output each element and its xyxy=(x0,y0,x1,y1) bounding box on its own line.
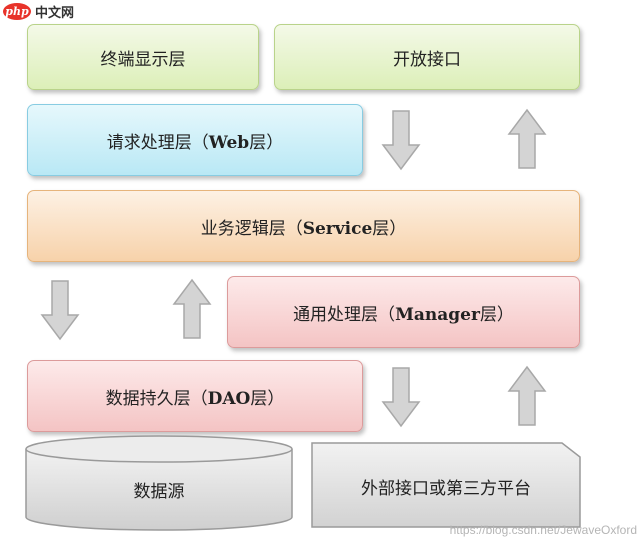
php-logo-icon: php xyxy=(3,3,31,20)
terminal-display-layer: 终端显示层 xyxy=(27,24,259,90)
open-interface-layer: 开放接口 xyxy=(274,24,580,90)
manager-label: 通用处理层（Manager层） xyxy=(293,304,514,325)
up-arrow-icon xyxy=(172,278,212,339)
external-interface-label: 外部接口或第三方平台 xyxy=(361,479,531,499)
business-logic-label: 业务逻辑层（Service层） xyxy=(200,218,407,239)
up-arrow-icon xyxy=(507,365,547,426)
manager-layer: 通用处理层（Manager层） xyxy=(227,276,580,348)
source-url-watermark: https://blog.csdn.net/JewaveOxford xyxy=(449,523,637,537)
down-arrow-icon xyxy=(381,367,421,428)
down-arrow-icon xyxy=(381,110,421,171)
request-handling-layer: 请求处理层（Web层） xyxy=(27,104,363,176)
terminal-display-label: 终端显示层 xyxy=(100,49,186,70)
data-persistence-label: 数据持久层（DAO层） xyxy=(105,388,285,409)
down-arrow-icon xyxy=(40,280,80,341)
database-cylinder-icon xyxy=(25,435,293,531)
external-interface: 外部接口或第三方平台 xyxy=(310,441,582,529)
business-logic-layer: 业务逻辑层（Service层） xyxy=(27,190,580,262)
data-source: 数据源 xyxy=(24,433,294,533)
data-source-label: 数据源 xyxy=(133,482,185,502)
request-handling-label: 请求处理层（Web层） xyxy=(106,132,284,153)
data-persistence-layer: 数据持久层（DAO层） xyxy=(27,360,363,432)
php-logo-watermark: php 中文网 xyxy=(3,2,74,21)
up-arrow-icon xyxy=(507,108,547,169)
site-name: 中文网 xyxy=(35,6,75,21)
external-box-shape xyxy=(311,442,581,528)
open-interface-label: 开放接口 xyxy=(393,49,461,70)
